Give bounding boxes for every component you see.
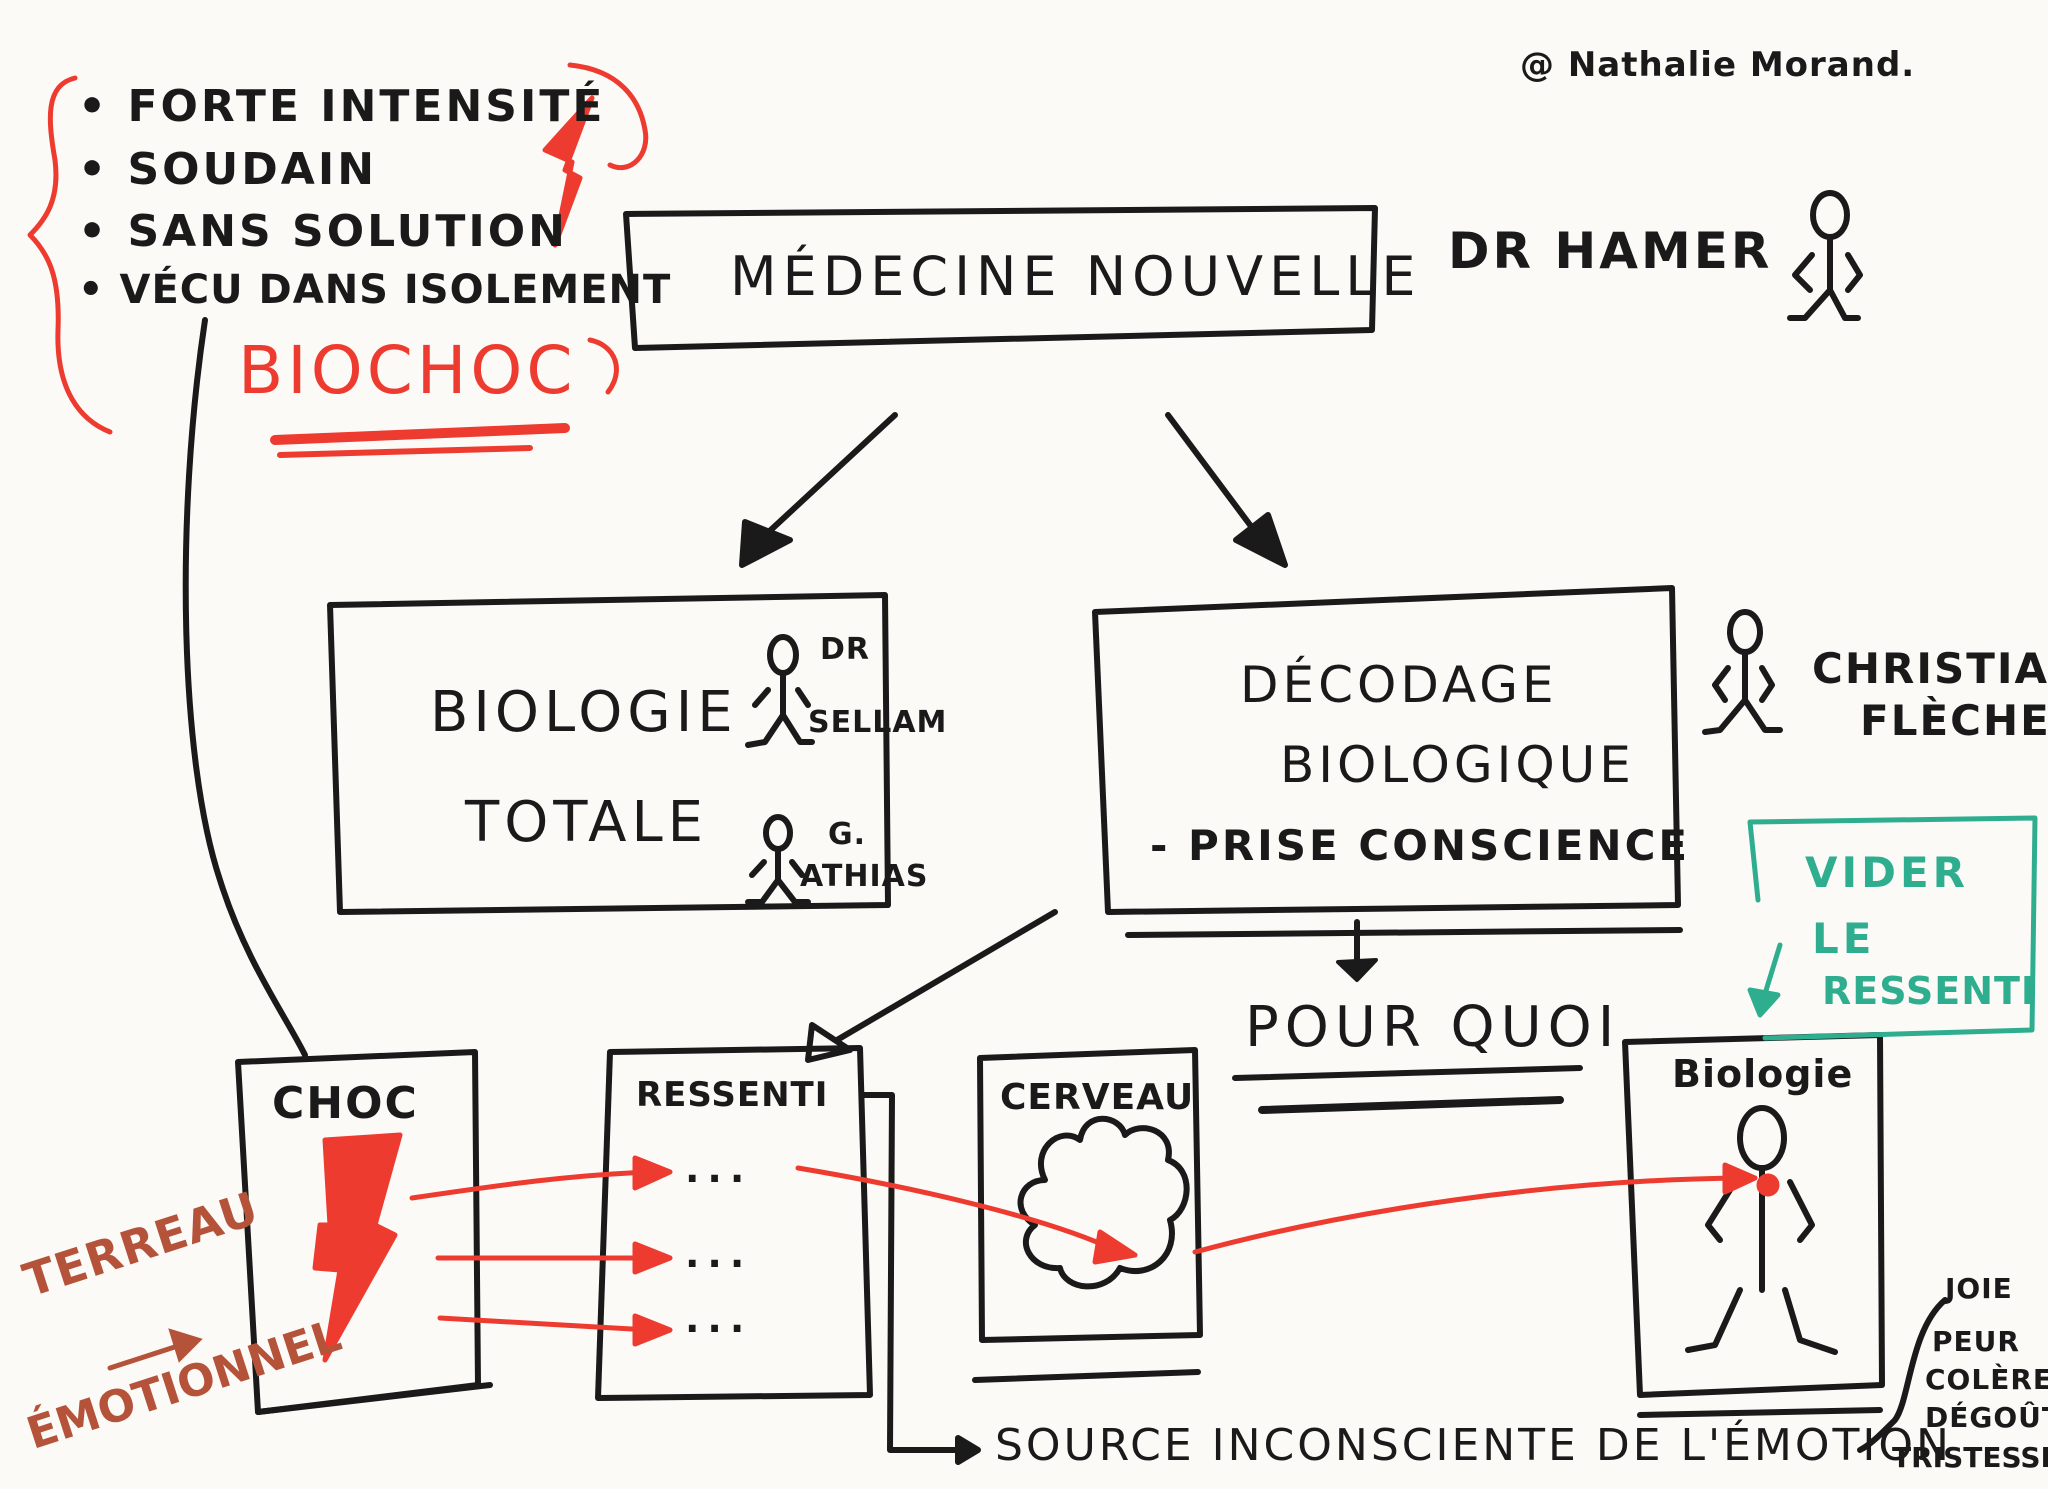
choc-label: Choc	[272, 1078, 419, 1129]
pourquoi-label: Pour quoi	[1245, 995, 1621, 1060]
source-label: Source inconsciente de l'émotion	[995, 1420, 1952, 1471]
bullet-item: • Soudain	[78, 144, 378, 195]
le-label: le	[1812, 914, 1876, 963]
arrow-to-ressenti	[817, 909, 1058, 1053]
emotion-item: Joie	[1945, 1272, 2013, 1305]
person-icon-athias	[745, 814, 811, 905]
arrow-to-left-box	[757, 412, 898, 543]
biologie-totale-box	[327, 592, 891, 915]
ressenti-box	[595, 1045, 873, 1401]
dr-hamer-label: Dr Hamer	[1448, 222, 1773, 280]
biochoc-right-brace	[567, 62, 649, 170]
decodage-line3: - Prise conscience	[1150, 821, 1691, 870]
ressenti-teal-label: ressenti	[1822, 969, 2037, 1013]
emotion-item: Dégoût	[1925, 1401, 2048, 1434]
bullet-item: • Sans solution	[78, 206, 568, 257]
lightning-icon-choc	[312, 1132, 403, 1363]
ellipsis-3: ...	[685, 1297, 753, 1341]
person2-line1: G.	[828, 817, 867, 852]
person-icon-biologie	[1685, 1105, 1838, 1355]
person-icon-hamer	[1787, 190, 1863, 321]
biochoc-underline	[270, 423, 570, 445]
decodage-box	[1092, 585, 1681, 915]
red-arrow-to-brain	[795, 1165, 1118, 1253]
medecine-nouvelle-title: Médecine Nouvelle	[730, 245, 1422, 308]
biochoc-label: BIOCHOC	[238, 332, 577, 409]
red-arrow-3	[437, 1315, 653, 1333]
arrow-to-right-box	[1165, 412, 1268, 548]
person-icon-sellam	[745, 634, 815, 748]
vider-label: Vider	[1805, 848, 1970, 897]
lightning-icon-small	[542, 95, 595, 248]
person1-line2: Sellam	[808, 705, 948, 740]
red-arrow-to-body	[1192, 1175, 1743, 1255]
person2-line2: Athias	[800, 859, 929, 894]
fleche-label: Flèche	[1860, 696, 2048, 745]
person1-line1: Dr	[820, 632, 871, 667]
decodage-line2: Biologique	[1280, 736, 1635, 794]
vider-ressenti-box	[1747, 815, 2038, 1041]
emotion-item: Colère	[1925, 1363, 2048, 1396]
ressenti-label: Ressenti	[636, 1075, 829, 1115]
red-arrow-1	[409, 1169, 653, 1201]
biologie-totale-line1: Biologie	[430, 680, 738, 745]
medecine-nouvelle-box	[623, 205, 1378, 351]
cerveau-box	[977, 1047, 1203, 1343]
christian-label: Christian	[1812, 644, 2048, 693]
curve-biochoc-to-choc	[182, 317, 308, 1058]
emotion-item: Peur	[1932, 1325, 2020, 1358]
emotion-item: Tristesse	[1892, 1441, 2048, 1474]
biologie-totale-line2: Totale	[465, 790, 709, 855]
bullet-item: • Forte intensité	[78, 81, 606, 132]
bullet-item: • Vécu dans isolement	[78, 267, 672, 313]
author-credit: @ Nathalie Morand.	[1520, 45, 1916, 85]
ellipsis-1: ...	[685, 1147, 753, 1191]
decodage-line1: Décodage	[1240, 656, 1558, 714]
biologie-label: Biologie	[1672, 1052, 1854, 1096]
cerveau-label: Cerveau	[1000, 1077, 1195, 1118]
biochoc-left-brace	[27, 75, 113, 435]
ellipsis-2: ...	[685, 1232, 753, 1276]
brain-icon	[1017, 1115, 1190, 1290]
person-icon-fleche	[1702, 609, 1783, 735]
